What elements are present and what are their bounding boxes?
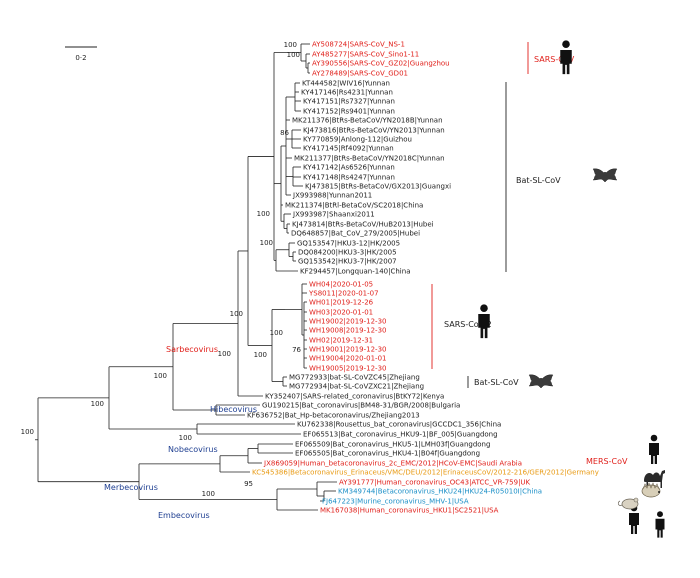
genus-label: Nobecovirus xyxy=(168,445,218,454)
leaf-label: MG772933|bat-SL-CoVZC45|Zhejiang xyxy=(289,374,420,382)
bootstrap-value: 100 xyxy=(270,329,283,337)
annotations: SarbecovirusHibecovirusNobecovirusMerbec… xyxy=(104,40,665,538)
leaf-label: JX869059|Human_betacoronavirus_2c_EMC/20… xyxy=(263,460,522,468)
leaf-label: MK167038|Human_coronavirus_HKU1|SC2521|U… xyxy=(320,507,499,515)
rodent-icon xyxy=(617,497,639,510)
bootstrap-value: 86 xyxy=(280,129,289,137)
leaf-label: MG772934|bat-SL-CoVZXC21|Zhejiang xyxy=(289,383,424,391)
clade-label: SARS-CoV-2 xyxy=(444,320,492,329)
genus-label: Hibecovirus xyxy=(210,405,257,414)
human-icon xyxy=(655,511,665,538)
leaf-label: KU762338|Rousettus_bat_coronavirus|GCCDC… xyxy=(297,421,501,429)
scale-bar-label: 0·2 xyxy=(75,54,86,62)
leaf-label: WH01|2019-12-26 xyxy=(309,299,374,307)
leaf-label: MK211377|BtRs-BetaCoV/YN2018C|Yunnan xyxy=(294,155,445,163)
leaf-label: KF636752|Bat_Hp-betacoronavirus/Zhejiang… xyxy=(247,412,420,420)
leaf-label: KY417148|Rs4247|Yunnan xyxy=(303,174,395,182)
human-icon xyxy=(560,40,572,75)
leaf-label: KY417151|Rs7327|Yunnan xyxy=(303,98,395,106)
leaf-label: KY352407|SARS-related_coronavirus|BtKY72… xyxy=(265,393,444,401)
leaf-label: DQ084200|HKU3-3|HK/2005 xyxy=(298,249,397,257)
leaf-label: WH19004|2020-01-01 xyxy=(309,355,387,363)
leaf-label: KF294457|Longquan-140|China xyxy=(300,268,410,276)
genus-label: Embecovirus xyxy=(158,511,210,520)
leaf-label: MK211376|BtRs-BetaCoV/YN2018B|Yunnan xyxy=(292,117,443,125)
leaf-label: AY278489|SARS-CoV_GD01 xyxy=(312,70,408,78)
bootstrap-value: 100 xyxy=(91,400,104,408)
leaf-label: WH19005|2019-12-30 xyxy=(309,365,387,373)
human-icon xyxy=(478,304,490,339)
bootstrap-value: 100 xyxy=(260,239,273,247)
bootstrap-value: 100 xyxy=(21,428,34,436)
leaf-label: AY391777|Human_coronavirus_OC43|ATCC_VR-… xyxy=(339,479,531,487)
bootstrap-value: 100 xyxy=(257,210,270,218)
leaf-label: AY508724|SARS-CoV_NS-1 xyxy=(312,41,405,49)
leaf-label: KT444582|WIV16|Yunnan xyxy=(302,80,390,88)
bootstrap-value: 100 xyxy=(284,41,297,49)
leaf-label: WH19001|2019-12-30 xyxy=(309,346,387,354)
genus-label: Sarbecovirus xyxy=(166,345,218,354)
bootstrap-value: 100 xyxy=(179,434,192,442)
clade-label: MERS-CoV xyxy=(586,457,628,466)
leaf-label: KC545386|Betacoronavirus_Erinaceus/VMC/D… xyxy=(252,469,599,477)
leaf-label: KJ473814|BtRs-BetaCoV/HuB2013|Hubei xyxy=(292,221,434,229)
leaf-label: KY417152|Rs9401|Yunnan xyxy=(303,108,395,116)
leaf-label: DQ648857|Bat_CoV_279/2005|Hubei xyxy=(291,230,420,238)
bootstrap-value: 76 xyxy=(292,346,301,354)
leaf-label: WH04|2020-01-05 xyxy=(309,281,373,289)
bootstrap-value: 100 xyxy=(230,310,243,318)
leaf-label: EF065509|Bat_coronavirus_HKU5-1|LMH03f|G… xyxy=(295,441,490,449)
leaf-label: KY417145|Rf4092|Yunnan xyxy=(303,145,394,153)
clade-label: SARS-CoV xyxy=(534,55,575,64)
leaf-label: KY417146|Rs4231|Yunnan xyxy=(301,89,393,97)
leaf-label: JX993988|Yunnan2011 xyxy=(292,192,372,200)
leaf-label: JX993987|Shaanxi2011 xyxy=(292,211,375,219)
leaf-label: KM349744|Betacoronavirus_HKU24|HKU24-R05… xyxy=(338,488,542,496)
bootstrap-value: 100 xyxy=(218,350,231,358)
genus-label: Merbecovirus xyxy=(104,483,158,492)
bootstrap-value: 100 xyxy=(202,490,215,498)
clade-label: Bat-SL-CoV xyxy=(474,378,519,387)
leaf-label: EF065505|Bat_coronavirus_HKU4-1|B04f|Gua… xyxy=(295,450,480,458)
bootstrap-value: 100 xyxy=(254,351,267,359)
clade-label: Bat-SL-CoV xyxy=(516,176,561,185)
hedgehog-icon xyxy=(641,482,661,498)
leaf-label: MK211374|BtRl-BetaCoV/SC2018|China xyxy=(285,202,423,210)
leaf-label: WH02|2019-12-31 xyxy=(309,337,373,345)
leaf-label: AY390556|SARS-CoV_GZ02|Guangzhou xyxy=(312,60,450,68)
bootstrap-value: 100 xyxy=(287,51,300,59)
leaf-label: FJ647223|Murine_coronavirus_MHV-1|USA xyxy=(322,498,469,506)
leaf-label: EF065513|Bat_coronavirus_HKU9-1|BF_005|G… xyxy=(303,431,498,439)
leaf-label: YS8011|2020-01-07 xyxy=(308,290,379,298)
leaf-label: KJ473815|BtRs-BetaCoV/GX2013|Guangxi xyxy=(305,183,451,191)
leaf-label: WH03|2020-01-01 xyxy=(309,309,373,317)
leaf-label: WH19008|2019-12-30 xyxy=(309,327,387,335)
leaf-label: AY485277|SARS-CoV_Sino1-11 xyxy=(312,51,419,59)
leaf-label: KY417142|As6526|Yunnan xyxy=(303,164,395,172)
bootstrap-value: 100 xyxy=(154,372,167,380)
bootstrap-value: 95 xyxy=(244,480,253,488)
camel-icon xyxy=(644,470,665,488)
scale-bar: 0·2 xyxy=(65,46,97,62)
leaf-labels: AY508724|SARS-CoV_NS-1AY485277|SARS-CoV_… xyxy=(247,41,599,515)
leaf-label: KJ473816|BtRs-BetaCoV/YN2013|Yunnan xyxy=(303,127,445,135)
leaf-label: KY770859|Anlong-112|Guizhou xyxy=(303,136,412,144)
leaf-label: GU190215|Bat_coronavirus|BM48-31/BGR/200… xyxy=(262,402,460,410)
human-icon xyxy=(649,434,659,464)
bat-icon xyxy=(528,374,554,389)
leaf-label: WH19002|2019-12-30 xyxy=(309,318,387,326)
tree-branches xyxy=(35,43,337,511)
bootstrap-values: 100 100 86 100 100 76 100 100 100 100 100 100 100 95 1… xyxy=(21,41,302,498)
leaf-label: GQ153542|HKU3-7|HK/2007 xyxy=(298,258,397,266)
leaf-label: GQ153547|HKU3-12|HK/2005 xyxy=(297,240,400,248)
bat-icon xyxy=(592,168,618,183)
